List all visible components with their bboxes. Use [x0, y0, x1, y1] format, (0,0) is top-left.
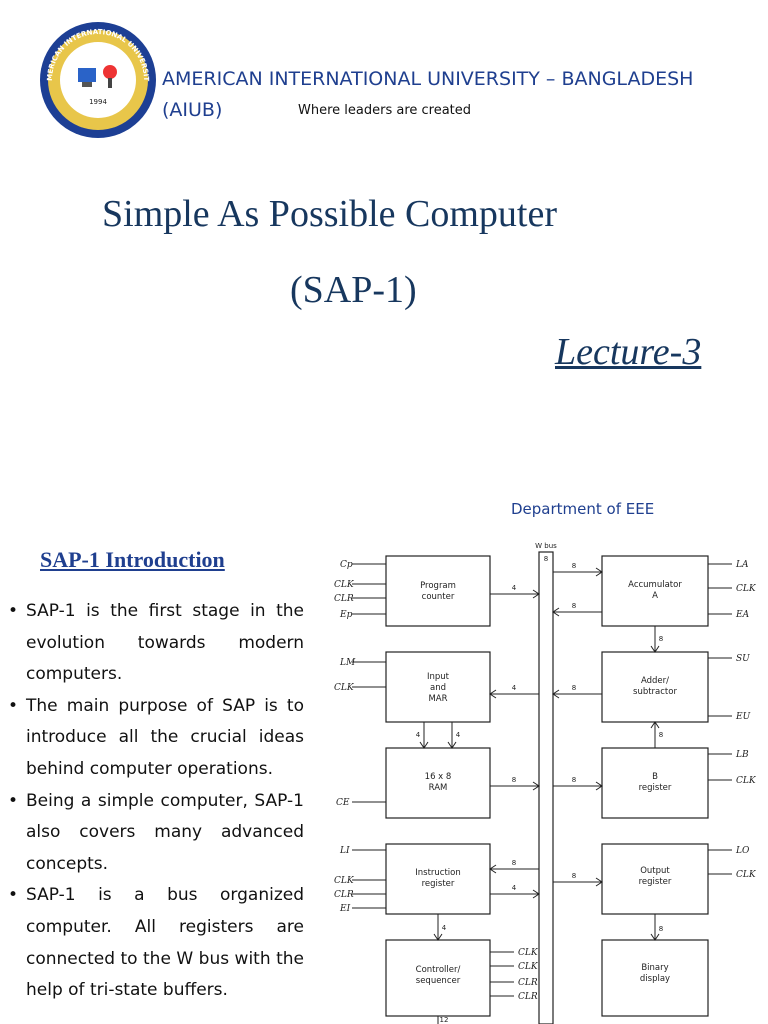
svg-text:CLR: CLR	[518, 978, 538, 988]
svg-text:EI: EI	[339, 904, 351, 914]
svg-text:MAR: MAR	[428, 694, 447, 704]
svg-text:sequencer: sequencer	[416, 976, 461, 986]
svg-text:LI: LI	[339, 846, 350, 856]
svg-text:Accumulator: Accumulator	[628, 580, 682, 590]
binary-display-block: Binary display	[601, 939, 709, 1017]
university-motto: Where leaders are created	[298, 103, 472, 118]
university-abbreviation: (AIUB)	[162, 99, 223, 121]
section-heading: SAP-1 Introduction	[40, 547, 225, 572]
left-bus-connections	[419, 589, 540, 941]
ram-block: 16 x 8 RAM	[385, 747, 491, 819]
lecture-number: Lecture-3	[555, 331, 702, 373]
university-name: AMERICAN INTERNATIONAL UNIVERSITY – BANG…	[162, 68, 694, 90]
accumulator-block: Accumulator A	[601, 555, 709, 627]
svg-text:LM: LM	[339, 658, 356, 668]
svg-text:8: 8	[572, 684, 576, 692]
department-label: Department of EEE	[511, 500, 655, 518]
svg-text:display: display	[640, 974, 670, 984]
svg-text:and: and	[430, 683, 446, 693]
svg-text:8: 8	[572, 562, 576, 570]
svg-text:4: 4	[512, 884, 517, 892]
svg-text:CLK: CLK	[736, 776, 757, 786]
bullet-item: •SAP-1 is a bus organized computer. All …	[6, 880, 304, 1006]
svg-text:CE: CE	[336, 798, 350, 808]
svg-text:CLK: CLK	[334, 580, 355, 590]
svg-text:8: 8	[659, 635, 663, 643]
aiub-seal-logo: 1994 AMERICAN INTERNATIONAL UNIVERSITY B…	[38, 20, 156, 138]
svg-text:CLK: CLK	[334, 683, 355, 693]
bullet-icon: •	[8, 885, 19, 906]
svg-text:register: register	[422, 879, 455, 889]
svg-text:Binary: Binary	[641, 963, 668, 973]
svg-text:counter: counter	[422, 592, 455, 602]
svg-text:8: 8	[572, 776, 576, 784]
svg-text:B: B	[652, 772, 658, 782]
svg-text:8: 8	[572, 602, 576, 610]
svg-text:LO: LO	[735, 846, 750, 856]
svg-text:CLK: CLK	[736, 584, 757, 594]
svg-text:8: 8	[659, 731, 663, 739]
svg-text:Output: Output	[640, 866, 670, 876]
svg-text:CLK: CLK	[736, 870, 757, 880]
svg-text:LA: LA	[735, 560, 749, 570]
svg-text:8: 8	[544, 555, 548, 563]
svg-text:CLR: CLR	[518, 992, 538, 1002]
bullet-item: •The main purpose of SAP is to introduce…	[6, 691, 304, 786]
svg-text:subtractor: subtractor	[633, 687, 677, 697]
svg-text:CLK: CLK	[334, 876, 355, 886]
svg-text:Instruction: Instruction	[415, 868, 461, 878]
input-mar-block: Input and MAR	[385, 651, 491, 723]
svg-text:8: 8	[572, 872, 576, 880]
program-counter-block: Program counter	[385, 555, 491, 627]
output-register-block: Output register	[601, 843, 709, 915]
svg-text:register: register	[639, 783, 672, 793]
svg-text:CLK: CLK	[518, 962, 539, 972]
svg-text:8: 8	[659, 925, 663, 933]
bullet-item: •SAP-1 is the first stage in the evoluti…	[6, 596, 304, 691]
instruction-register-block: Instruction register	[385, 843, 491, 915]
right-bus-connections	[552, 567, 660, 941]
svg-text:EU: EU	[735, 712, 751, 722]
svg-text:16 x 8: 16 x 8	[425, 772, 452, 782]
svg-text:A: A	[652, 591, 658, 601]
svg-text:CLR: CLR	[334, 890, 354, 900]
svg-text:Input: Input	[427, 672, 450, 682]
sap1-block-diagram: W bus 8 Program counter Input and MAR 16…	[334, 542, 757, 1024]
bullet-icon: •	[8, 695, 19, 716]
page-title: Simple As Possible Computer	[102, 193, 557, 235]
adder-subtractor-block: Adder/ subtractor	[601, 651, 709, 723]
svg-text:Cp: Cp	[340, 560, 353, 570]
svg-text:RAM: RAM	[429, 783, 448, 793]
bullet-icon: •	[8, 601, 19, 621]
svg-text:SU: SU	[736, 654, 750, 664]
svg-text:LB: LB	[735, 750, 749, 760]
intro-bullet-list: •SAP-1 is the first stage in the evoluti…	[6, 596, 304, 1007]
w-bus-label: W bus	[535, 542, 557, 550]
bullet-icon: •	[8, 790, 19, 811]
svg-text:Adder/: Adder/	[641, 676, 669, 686]
svg-text:12: 12	[440, 1016, 449, 1024]
svg-text:4: 4	[512, 584, 517, 592]
svg-text:4: 4	[456, 731, 461, 739]
svg-text:4: 4	[512, 684, 517, 692]
page-subtitle: (SAP-1)	[290, 269, 417, 311]
svg-text:Ep: Ep	[339, 610, 353, 620]
svg-text:8: 8	[512, 776, 516, 784]
w-bus	[538, 551, 554, 1024]
svg-text:4: 4	[442, 924, 447, 932]
svg-text:Controller/: Controller/	[416, 965, 461, 975]
right-control-lines	[490, 563, 732, 997]
svg-text:CLR: CLR	[334, 594, 354, 604]
bullet-item: •Being a simple computer, SAP-1 also cov…	[6, 786, 304, 881]
left-control-lines	[352, 563, 386, 909]
svg-text:register: register	[639, 877, 672, 887]
svg-text:8: 8	[512, 859, 516, 867]
svg-text:Program: Program	[420, 581, 456, 591]
b-register-block: B register	[601, 747, 709, 819]
svg-text:1994: 1994	[89, 98, 107, 106]
svg-text:4: 4	[416, 731, 421, 739]
svg-text:CLK: CLK	[518, 948, 539, 958]
controller-sequencer-block: Controller/ sequencer	[385, 939, 491, 1017]
svg-text:EA: EA	[735, 610, 750, 620]
